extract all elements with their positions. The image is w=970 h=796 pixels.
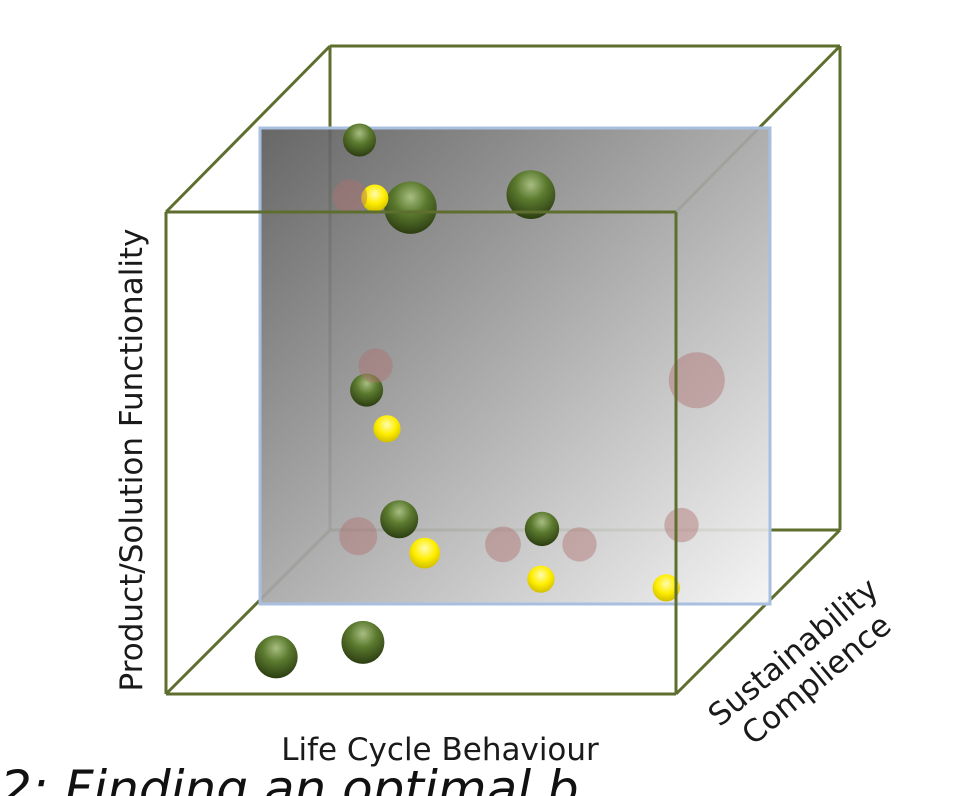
- figure-caption-fragment: 2: Finding an optimal b... ... ... ... .…: [0, 760, 970, 796]
- bubble-pink-2: [485, 526, 521, 563]
- bubble-green-7: [341, 620, 385, 664]
- x-axis-label: Life Cycle Behaviour: [281, 732, 599, 768]
- bubble-yellow-3: [527, 565, 555, 593]
- bubble-pink-1: [358, 348, 393, 383]
- cube-front-frame: [164, 210, 678, 696]
- bubble-green-4: [380, 500, 419, 539]
- bubble-green-6: [254, 635, 298, 679]
- cube-edge-top-left-depth: [164, 44, 332, 214]
- bubble-pink-5: [668, 352, 725, 409]
- bubble-green-2: [506, 170, 556, 220]
- bubble-yellow-1: [373, 415, 401, 443]
- bubble-green-0: [343, 123, 376, 157]
- bubble-green-1: [384, 181, 437, 234]
- bubble-yellow-0: [361, 184, 389, 212]
- bubble-pink-3: [562, 527, 597, 562]
- cube-edge-bottom-right-depth: [674, 528, 842, 696]
- y-axis-label: Product/Solution Functionality: [114, 229, 150, 692]
- bubble-green-3: [350, 373, 384, 407]
- bubble-yellow-4: [652, 574, 680, 602]
- bubble-pink-0: [332, 179, 368, 214]
- bubble-green-5: [524, 511, 560, 547]
- bubble-pink-4: [664, 507, 699, 543]
- bubble-yellow-2: [409, 537, 441, 569]
- bubble-layer: [254, 123, 725, 679]
- bubble-pink-6: [339, 517, 378, 556]
